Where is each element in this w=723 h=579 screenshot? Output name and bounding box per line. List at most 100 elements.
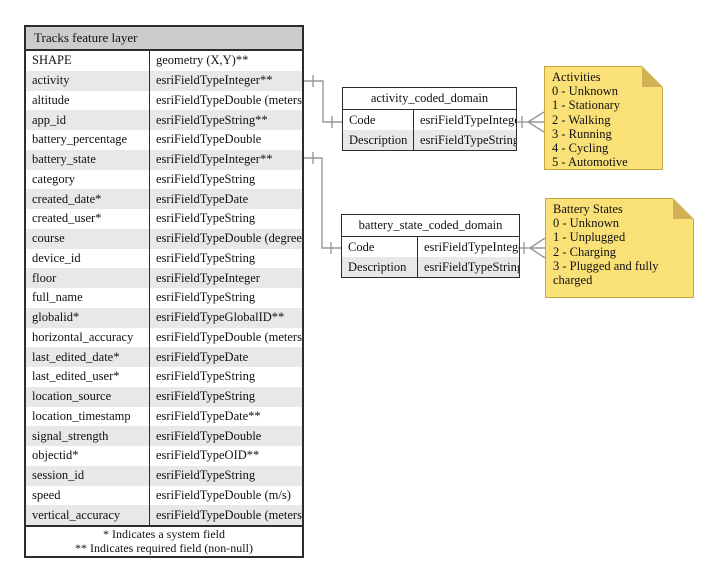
field-name-cell: category [26,169,150,190]
field-name-cell: battery_percentage [26,130,150,150]
domain-table-title: activity_coded_domain [343,88,516,110]
folded-corner-icon [642,66,663,87]
field-type-cell: esriFieldTypeString [156,369,256,384]
field-type-cell: esriFieldTypeDouble (meters) [156,329,302,344]
field-type-cell: esriFieldTypeString [156,211,256,226]
table-row: objectid* esriFieldTypeOID** [26,446,302,466]
field-type-cell: esriFieldTypeGlobalID** [156,310,285,325]
note-line: 1 - Stationary [552,98,621,113]
table-row: Description esriFieldTypeString [342,257,519,277]
table-row: speed esriFieldTypeDouble (m/s) [26,485,302,506]
table-row: Description esriFieldTypeString [343,130,516,150]
field-type-cell: esriFieldTypeDouble (meters) [156,92,302,107]
field-name-cell: location_source [26,386,150,407]
field-type-cell: esriFieldTypeString [424,259,519,274]
field-name-cell: speed [26,485,150,506]
footnote-required-field: ** Indicates required field (non-null) [75,540,253,555]
note-line: 1 - Unplugged [553,230,626,245]
battery-state-coded-domain-table: battery_state_coded_domain Code esriFiel… [341,214,520,278]
field-name-cell: Code [342,237,418,257]
table-title: Tracks feature layer [26,27,302,51]
table-row: battery_percentage esriFieldTypeDouble [26,130,302,150]
field-type-cell: esriFieldTypeDouble (meters) [156,507,302,522]
table-row: last_edited_date* esriFieldTypeDate [26,347,302,367]
table-row: altitude esriFieldTypeDouble (meters) [26,90,302,111]
field-type-cell: esriFieldTypeString [156,250,256,265]
note-line: 2 - Charging [553,244,616,259]
field-name-cell: objectid* [26,446,150,466]
table-row: full_name esriFieldTypeString [26,288,302,308]
field-type-cell: esriFieldTypeDouble [156,132,262,147]
footnote-system-field: * Indicates a system field [103,527,225,541]
field-type-cell: esriFieldTypeInteger** [156,73,273,88]
field-type-cell: esriFieldTypeString [156,468,256,483]
connector-activity-domain [304,80,342,123]
activity-coded-domain-table: activity_coded_domain Code esriFieldType… [342,87,517,151]
field-name-cell: altitude [26,90,150,111]
table-row: created_date* esriFieldTypeDate [26,189,302,209]
field-type-cell: esriFieldTypeDate [156,191,249,206]
note-title: Battery States [553,202,623,216]
field-name-cell: last_edited_user* [26,367,150,387]
field-name-cell: vertical_accuracy [26,505,150,525]
field-type-cell: esriFieldTypeDate [156,349,249,364]
field-type-cell: esriFieldTypeString [156,389,256,404]
note-line: 0 - Unknown [552,84,618,99]
field-name-cell: Code [343,110,414,130]
table-row: location_source esriFieldTypeString [26,386,302,407]
field-type-cell: esriFieldTypeDouble (m/s) [156,487,291,502]
field-type-cell: esriFieldTypeInteger [156,270,260,285]
field-name-cell: Description [343,130,414,150]
field-type-cell: esriFieldTypeString [156,290,256,305]
field-name-cell: location_timestamp [26,406,150,427]
field-name-cell: activity [26,70,150,91]
field-type-cell: esriFieldTypeInteger** [156,152,273,167]
table-row: Code esriFieldTypeInteger [342,237,519,257]
field-name-cell: signal_strength [26,426,150,446]
note-title: Activities [552,70,601,84]
connector-battery-domain [304,157,341,249]
domain-table-title: battery_state_coded_domain [342,215,519,237]
field-type-cell: esriFieldTypeOID** [156,448,260,463]
note-line: 3 - Running [552,126,612,141]
field-type-cell: esriFieldTypeString [420,132,516,147]
table-row: vertical_accuracy esriFieldTypeDouble (me… [26,505,302,525]
field-type-cell: esriFieldTypeInteger [424,239,519,254]
field-name-cell: full_name [26,288,150,308]
field-type-cell: esriFieldTypeString** [156,112,268,127]
table-footnotes: * Indicates a system field ** Indicates … [26,525,302,556]
field-name-cell: Description [342,257,418,277]
field-type-cell: esriFieldTypeDouble (degrees) [156,231,302,246]
table-row: globalid* esriFieldTypeGlobalID** [26,307,302,328]
table-row: app_id esriFieldTypeString** [26,110,302,130]
field-name-cell: globalid* [26,307,150,328]
note-line: 4 - Cycling [552,141,609,156]
folded-corner-icon [673,198,694,219]
note-line: 3 - Plugged and fully charged [553,258,659,288]
note-line: 5 - Automotive [552,155,628,170]
note-line: 2 - Walking [552,112,611,127]
note-line: 0 - Unknown [553,216,619,231]
field-name-cell: last_edited_date* [26,347,150,367]
field-name-cell: created_date* [26,189,150,209]
table-row: activity esriFieldTypeInteger** [26,70,302,91]
field-name-cell: SHAPE [26,51,150,71]
field-name-cell: created_user* [26,209,150,229]
field-name-cell: app_id [26,110,150,130]
crows-foot-icon [527,111,545,133]
